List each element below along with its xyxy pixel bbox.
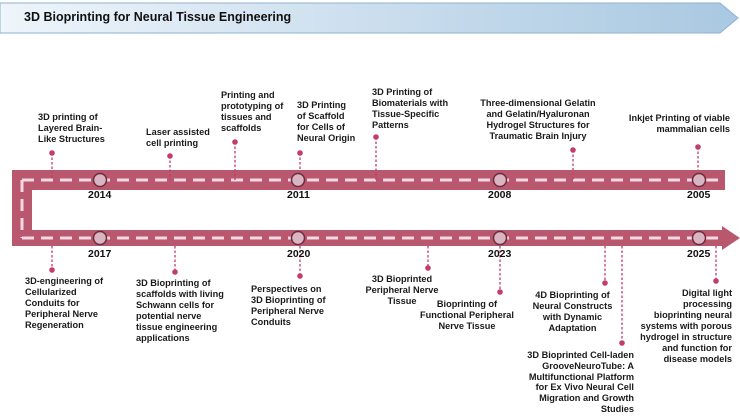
marker-dot xyxy=(602,280,608,286)
year-label-top: 2011 xyxy=(287,189,310,201)
year-label-bottom: 2025 xyxy=(687,248,711,260)
marker-dot xyxy=(497,289,503,295)
timeline-band xyxy=(12,170,740,250)
event-label-top: Three-dimensional Gelatin and Gelatin/Hy… xyxy=(480,98,596,141)
event-label-top: Printing and prototyping of tissues and … xyxy=(221,90,284,133)
timeline-nodes xyxy=(92,172,707,246)
event-label-bottom: Perspectives on 3D Bioprinting of Periph… xyxy=(251,284,326,327)
event-label-bottom: Bioprinting of Functional Peripheral Ner… xyxy=(420,299,514,331)
node-2014 xyxy=(92,172,108,188)
marker-dot xyxy=(49,267,55,273)
year-label-bottom: 2017 xyxy=(88,248,112,260)
node-2020 xyxy=(290,230,306,246)
page-title: 3D Bioprinting for Neural Tissue Enginee… xyxy=(24,10,292,24)
header-banner xyxy=(0,2,739,34)
marker-dot xyxy=(49,150,55,156)
marker-dot xyxy=(713,278,719,284)
event-markers-top xyxy=(49,134,701,180)
event-label-top: 3D printing of Layered Brain- Like Struc… xyxy=(38,112,105,144)
event-label-bottom: Digital light processing bioprinting neu… xyxy=(640,288,732,364)
year-label-top: 2008 xyxy=(488,189,512,201)
marker-dot xyxy=(570,147,576,153)
event-label-top: Laser assisted cell printing xyxy=(146,127,210,148)
marker-dot xyxy=(232,139,238,145)
event-label-top: 3D Printing of Scaffold for Cells of Neu… xyxy=(297,100,356,143)
node-2017 xyxy=(92,230,108,246)
year-label-bottom: 2020 xyxy=(287,248,311,260)
event-markers-bottom xyxy=(49,246,719,346)
node-2025 xyxy=(691,230,707,246)
event-label-bottom: 3D Bioprinted Peripheral Nerve Tissue xyxy=(365,274,439,306)
event-label-bottom: 3D Bioprinting of scaffolds with living … xyxy=(136,278,224,343)
year-label-bottom: 2023 xyxy=(488,248,512,260)
event-label-bottom: 3D-engineering of Cellularized Conduits … xyxy=(25,276,104,330)
node-2008 xyxy=(492,172,508,188)
year-label-top: 2005 xyxy=(687,189,711,201)
marker-dot xyxy=(619,340,625,346)
year-label-top: 2014 xyxy=(88,189,112,201)
marker-dot xyxy=(425,265,431,271)
event-label-top: Inkjet Printing of viable mammalian cell… xyxy=(628,113,730,134)
event-label-bottom: 4D Bioprinting of Neural Constructs with… xyxy=(532,290,613,333)
node-2005 xyxy=(691,172,707,188)
marker-dot xyxy=(172,269,178,275)
event-label-top: 3D Printing of Biomaterials with Tissue-… xyxy=(372,87,449,130)
marker-dot xyxy=(695,144,701,150)
marker-dot xyxy=(373,134,379,140)
marker-dot xyxy=(297,150,303,156)
marker-dot xyxy=(297,273,303,279)
marker-dot xyxy=(167,153,173,159)
node-2011 xyxy=(290,172,306,188)
node-2023 xyxy=(492,230,508,246)
event-label-bottom: 3D Bioprinted Cell-laden GrooveNeuroTube… xyxy=(527,350,634,414)
